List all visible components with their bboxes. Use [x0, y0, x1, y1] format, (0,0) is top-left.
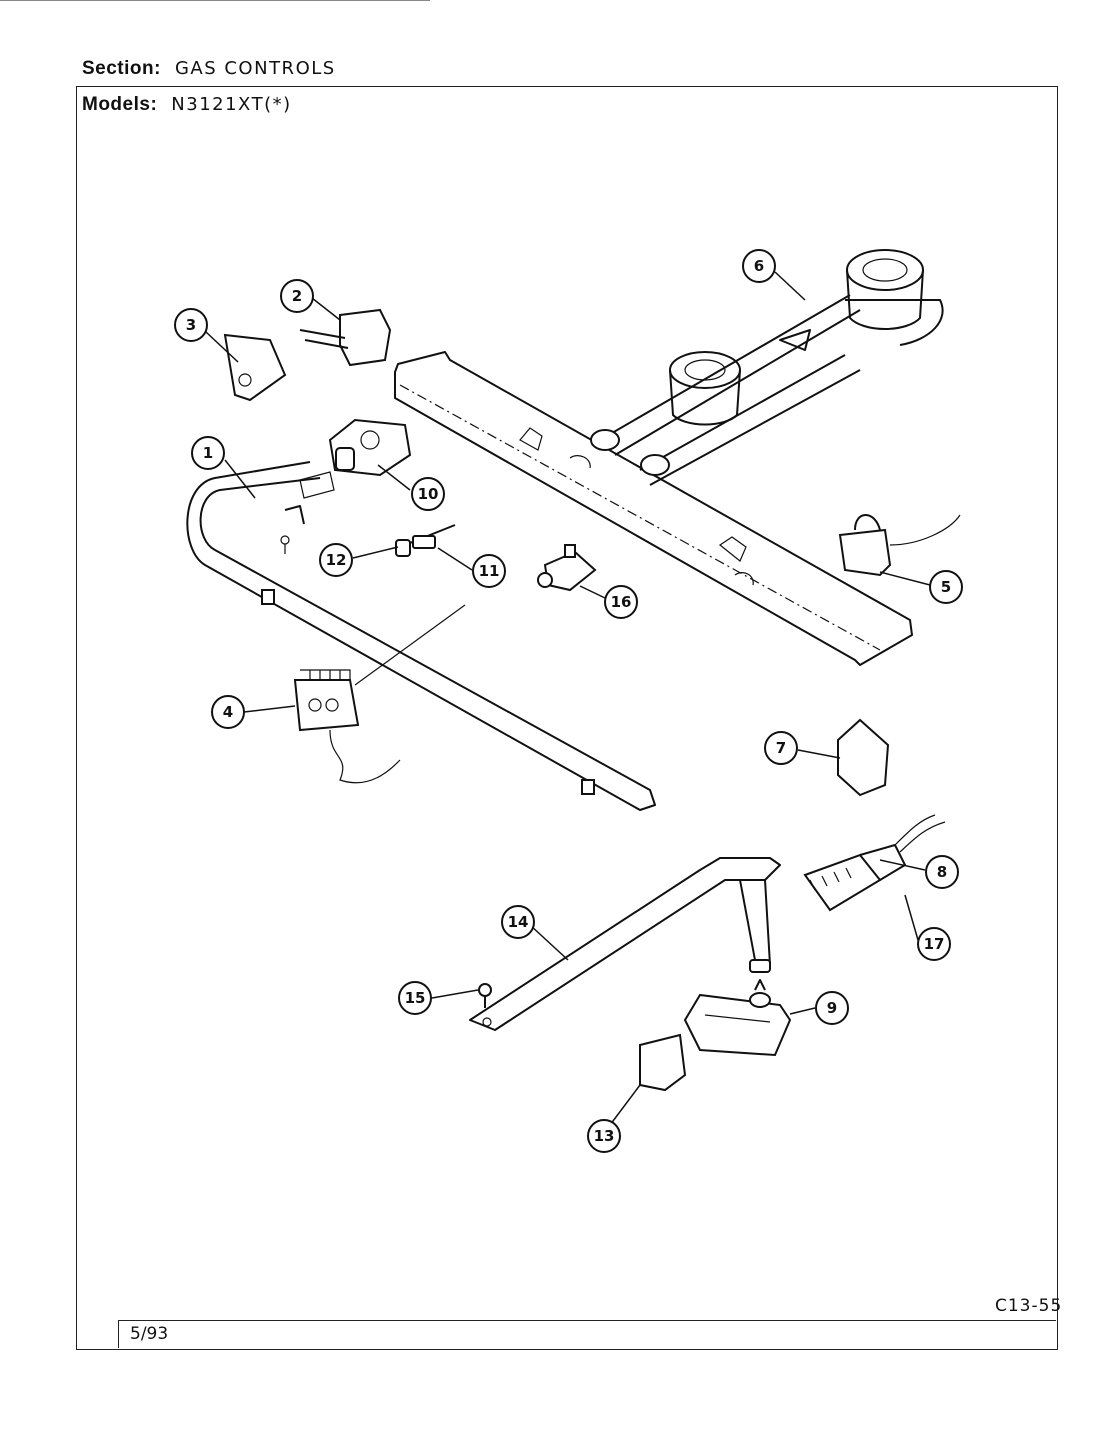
- svg-text:16: 16: [611, 593, 632, 611]
- part-10-regulator: [328, 418, 412, 477]
- callout-12: 12: [319, 543, 353, 577]
- revision-date: 5/93: [130, 1324, 169, 1344]
- svg-text:8: 8: [937, 863, 947, 881]
- callout-3: 3: [174, 308, 208, 342]
- callout-11: 11: [472, 554, 506, 588]
- section-value: GAS CONTROLS: [174, 58, 336, 79]
- section-heading: Section: GAS CONTROLS: [82, 58, 336, 80]
- callout-4: 4: [211, 695, 245, 729]
- part-2-valve-body: [299, 308, 392, 367]
- callout-15: 15: [398, 981, 432, 1015]
- svg-text:2: 2: [292, 287, 302, 305]
- callout-1: 1: [191, 436, 225, 470]
- diagram-frame: [76, 86, 1058, 1350]
- callout-14: 14: [501, 905, 535, 939]
- callout-16: 16: [604, 585, 638, 619]
- part-6-burner-assembly: [590, 249, 944, 486]
- footer-rule: [118, 1320, 1056, 1321]
- callout-2: 2: [280, 279, 314, 313]
- svg-text:10: 10: [418, 485, 439, 503]
- footer-divider: [118, 1320, 119, 1348]
- part-8-connector-block: [803, 814, 946, 912]
- part-9-valve-body: [683, 979, 792, 1057]
- svg-text:5: 5: [941, 578, 951, 596]
- svg-text:7: 7: [776, 739, 786, 757]
- part-5-igniter-bracket: [838, 514, 961, 577]
- svg-text:3: 3: [186, 316, 196, 334]
- leader-lines: [205, 271, 931, 1126]
- svg-text:4: 4: [223, 703, 233, 721]
- callout-9: 9: [815, 991, 849, 1025]
- svg-text:15: 15: [405, 989, 426, 1007]
- models-value: N3121XT(*): [171, 94, 292, 115]
- callout-8: 8: [925, 855, 959, 889]
- part-11-orifice-hood: [404, 524, 456, 549]
- callout-5: 5: [929, 570, 963, 604]
- top-rule: [0, 0, 430, 1]
- svg-text:12: 12: [326, 551, 347, 569]
- callout-13: 13: [587, 1119, 621, 1153]
- svg-text:9: 9: [827, 999, 837, 1017]
- section-label: Section:: [82, 58, 161, 79]
- part-14-manifold-bracket: [469, 857, 781, 1031]
- svg-text:13: 13: [594, 1127, 615, 1145]
- svg-text:14: 14: [508, 913, 529, 931]
- part-16-valve: [537, 544, 597, 592]
- callout-17: 17: [917, 927, 951, 961]
- models-heading: Models: N3121XT(*): [82, 94, 292, 116]
- svg-text:1: 1: [203, 444, 213, 462]
- part-15-screw: [478, 983, 492, 1008]
- part-12-spud: [395, 539, 411, 557]
- part-7-spark-module: [837, 718, 890, 797]
- part-13-shield-bracket: [639, 1033, 687, 1092]
- svg-text:17: 17: [924, 935, 945, 953]
- models-label: Models:: [82, 94, 158, 115]
- part-1-manifold-pipe: [186, 461, 656, 811]
- page-code: C13-55: [995, 1296, 1063, 1316]
- part-4-ignition-switch: [293, 604, 466, 784]
- callout-7: 7: [764, 731, 798, 765]
- burner-bracket-rail: [394, 351, 913, 666]
- callout-10: 10: [411, 477, 445, 511]
- callout-6: 6: [742, 249, 776, 283]
- part-3-bracket: [223, 333, 287, 402]
- svg-text:6: 6: [754, 257, 764, 275]
- svg-text:11: 11: [479, 562, 500, 580]
